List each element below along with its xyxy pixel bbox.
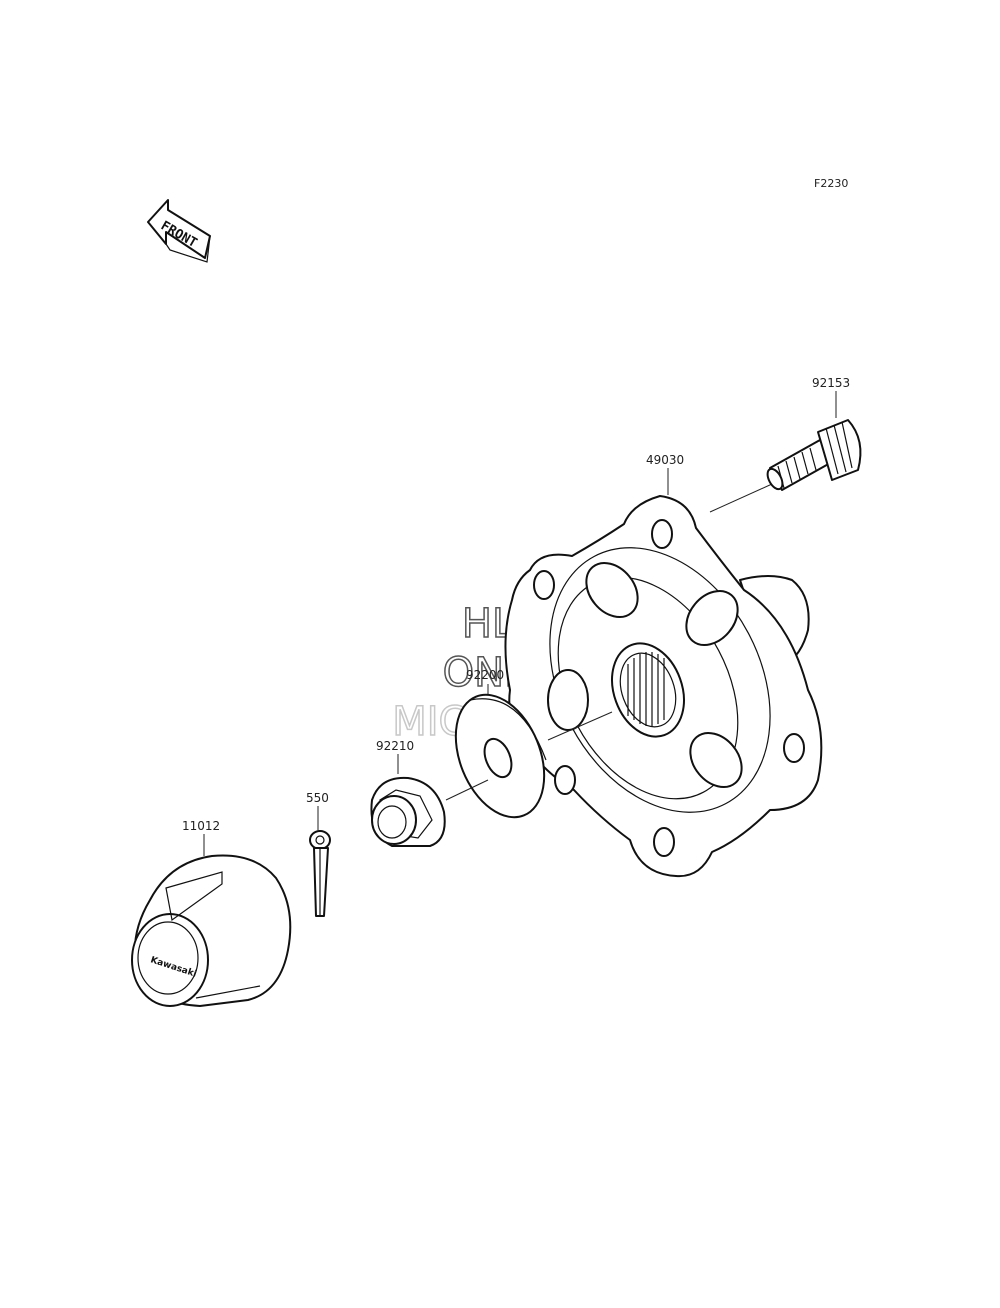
part-number-92210: 92210 — [376, 739, 414, 753]
cotter-pin-550: 550 — [306, 791, 331, 917]
figure-code: F2230 — [814, 177, 848, 190]
part-number-550: 550 — [306, 791, 329, 805]
part-number-11012: 11012 — [182, 819, 220, 833]
front-arrow-icon: FRONT — [147, 199, 211, 263]
part-number-92200: 92200 — [466, 668, 504, 682]
washer-92200: 92200 — [454, 668, 547, 819]
part-number-49030: 49030 — [646, 453, 684, 467]
wheel-stud-92153: 92153 — [709, 376, 862, 513]
part-number-92153: 92153 — [812, 376, 850, 390]
hub-49030: 49030 — [504, 453, 823, 878]
hub-cap-11012: 11012 Kawasaki — [131, 819, 292, 1007]
nut-92210: 92210 — [370, 739, 489, 847]
